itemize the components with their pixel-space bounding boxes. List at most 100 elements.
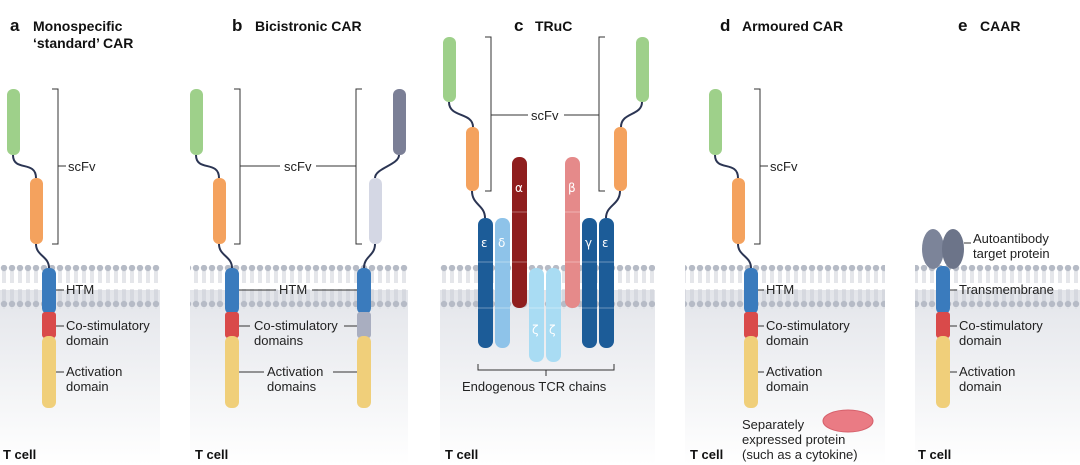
zeta-label: ζ xyxy=(549,323,556,337)
scfv-domain xyxy=(369,178,382,244)
scfv-domain xyxy=(466,127,479,191)
costim-label: domain xyxy=(66,333,109,348)
scfv-domain xyxy=(393,89,406,155)
gamma-label: γ xyxy=(585,236,592,250)
hinge-linker xyxy=(363,243,376,269)
scfv-domain xyxy=(30,178,43,244)
cd3-epsilon-chain xyxy=(478,218,493,348)
costim-label: Co-stimulatory xyxy=(959,318,1043,333)
htm-label: HTM xyxy=(66,282,94,297)
panel-title: Armoured CAR xyxy=(742,18,843,34)
costim-label: Co-stimulatory xyxy=(66,318,150,333)
scfv-domain xyxy=(614,127,627,191)
costimulatory-domain xyxy=(357,312,371,338)
activation-label: Activation xyxy=(267,364,323,379)
epsilon-label: ε xyxy=(481,236,488,250)
hinge-linker xyxy=(12,154,37,179)
htm-label: HTM xyxy=(279,282,307,297)
panel-letter: e xyxy=(958,16,967,35)
scfv-bracket xyxy=(754,88,761,245)
cd3-gamma-chain xyxy=(582,218,597,348)
tcr-chains-label: Endogenous TCR chains xyxy=(462,379,607,394)
panel-c: ε δ α β γ ε ζ ζ c TRuC scFv Endogenous T… xyxy=(440,16,655,465)
cd3-delta-chain xyxy=(495,218,510,348)
t-cell-body xyxy=(685,290,885,465)
activation-label: domain xyxy=(959,379,1002,394)
activation-label: domains xyxy=(267,379,317,394)
autoantibody-target-lobe xyxy=(942,229,964,269)
activation-label: Activation xyxy=(959,364,1015,379)
target-protein-label: Autoantibody xyxy=(973,231,1049,246)
panel-letter: b xyxy=(232,16,242,35)
activation-label: Activation xyxy=(66,364,122,379)
delta-label: δ xyxy=(498,236,505,250)
hinge-linker xyxy=(374,154,400,179)
scfv-bracket xyxy=(355,88,362,245)
panel-letter: c xyxy=(514,16,523,35)
scfv-domain xyxy=(443,37,456,102)
activation-domain xyxy=(42,336,56,408)
t-cell-label: T cell xyxy=(690,447,723,462)
transmembrane-domain xyxy=(936,266,950,314)
scfv-domain xyxy=(190,89,203,155)
transmembrane-label: Transmembrane xyxy=(959,282,1054,297)
scfv-label: scFv xyxy=(531,108,559,123)
costimulatory-domain xyxy=(744,312,758,338)
hinge-linker xyxy=(448,101,474,128)
scfv-bracket xyxy=(234,88,241,245)
hinge-linker xyxy=(35,243,50,269)
protein-label: (such as a cytokine) xyxy=(742,447,858,462)
t-cell-body xyxy=(0,290,160,465)
epsilon-label: ε xyxy=(602,236,609,250)
costim-label: domains xyxy=(254,333,304,348)
hinge-linker xyxy=(218,243,233,269)
chain-segment-lines xyxy=(478,211,614,309)
hinge-linker xyxy=(605,190,621,219)
scfv-bracket xyxy=(52,88,59,245)
panel-title: TRuC xyxy=(535,18,572,34)
activation-label: domain xyxy=(66,379,109,394)
scfv-domain xyxy=(636,37,649,102)
cytokine-protein xyxy=(822,409,874,433)
cell-membrane xyxy=(0,265,160,309)
hinge-linker xyxy=(195,154,220,179)
tcr-beta-chain xyxy=(565,157,580,308)
t-cell-label: T cell xyxy=(3,447,36,462)
scfv-domain xyxy=(7,89,20,155)
panel-a: a Monospecific ‘standard’ CAR scFv HTM C… xyxy=(0,16,160,465)
activation-label: domain xyxy=(766,379,809,394)
activation-domain xyxy=(225,336,239,408)
htm-domain xyxy=(744,268,758,314)
scfv-domain xyxy=(213,178,226,244)
t-cell-label: T cell xyxy=(195,447,228,462)
activation-domain xyxy=(936,336,950,408)
htm-domain xyxy=(225,268,239,314)
costimulatory-domain xyxy=(225,312,239,338)
activation-domain xyxy=(357,336,371,408)
panel-d: d Armoured CAR scFv HTM Co-stimulatory d… xyxy=(685,16,885,465)
scfv-bracket xyxy=(598,36,605,192)
protein-label: expressed protein xyxy=(742,432,845,447)
scfv-domain xyxy=(732,178,745,244)
protein-label: Separately xyxy=(742,417,805,432)
hinge-linker xyxy=(737,243,752,269)
alpha-label: α xyxy=(515,181,523,195)
scfv-label: scFv xyxy=(770,159,798,174)
hinge-linker xyxy=(714,154,739,179)
panel-title: Monospecific xyxy=(33,18,123,34)
scfv-bracket xyxy=(485,36,492,192)
cd3-zeta-chain xyxy=(529,268,544,362)
zeta-label: ζ xyxy=(532,323,539,337)
activation-domain xyxy=(744,336,758,408)
costim-label: domain xyxy=(766,333,809,348)
scfv-label: scFv xyxy=(68,159,96,174)
panel-title: CAAR xyxy=(980,18,1020,34)
costimulatory-domain xyxy=(936,312,950,338)
autoantibody-target-lobe xyxy=(922,229,944,269)
htm-domain xyxy=(357,268,371,314)
scfv-label: scFv xyxy=(284,159,312,174)
panel-e: e CAAR Autoantibody target protein Trans… xyxy=(915,16,1080,465)
beta-label: β xyxy=(568,181,576,195)
activation-label: Activation xyxy=(766,364,822,379)
